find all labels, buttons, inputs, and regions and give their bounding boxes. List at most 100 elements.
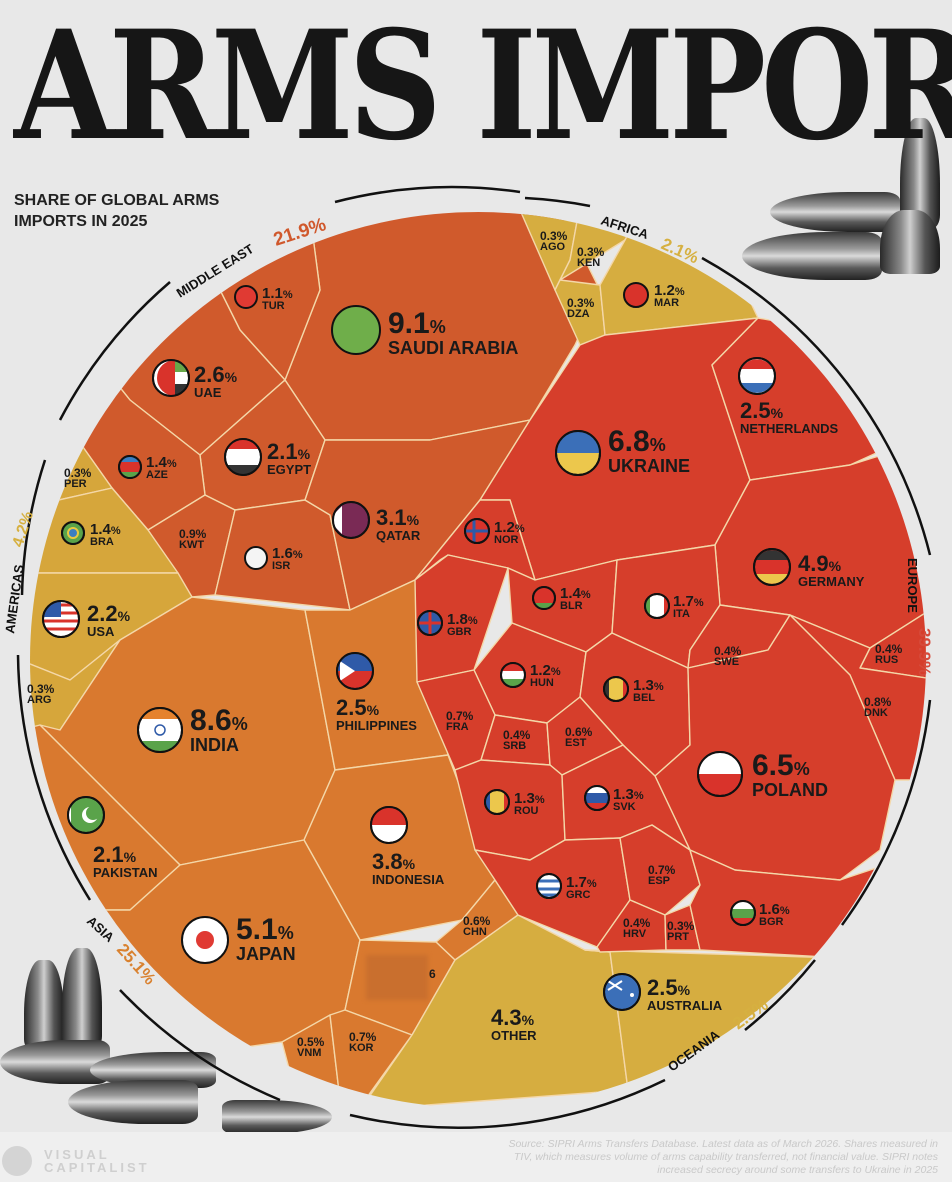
flag-brazil-icon	[61, 521, 85, 545]
label-ita: 1.7%ITA	[673, 593, 704, 620]
flag-usa-icon	[42, 600, 80, 638]
label-mar: 1.2%MAR	[654, 282, 685, 309]
flag-israel-icon	[244, 546, 268, 570]
label-qat: 3.1%QATAR	[376, 505, 421, 543]
label-bel: 1.3%BEL	[633, 677, 664, 704]
visual-capitalist-logo-icon	[2, 1146, 32, 1176]
label-ken: 0.3%KEN	[577, 245, 605, 269]
cell-pol	[654, 614, 896, 881]
flag-ukraine-icon	[555, 430, 601, 476]
label-blr: 1.4%BLR	[560, 585, 591, 612]
label-fra: 0.7%FRA	[446, 709, 474, 733]
label-pak: 2.1%PAKISTAN	[93, 842, 158, 880]
footer	[0, 1132, 952, 1182]
bullet-decoration-icon	[770, 192, 900, 232]
label-bgr: 1.6%BGR	[759, 901, 790, 928]
label-dnk: 0.8%DNK	[864, 695, 892, 719]
page-title: ARMS IMPORTS	[14, 0, 952, 174]
flag-romania-icon	[484, 789, 510, 815]
flag-hungary-icon	[500, 662, 526, 688]
flag-azerbaijan-icon	[118, 455, 142, 479]
label-obscured-fragment: 6	[429, 967, 436, 981]
flag-poland-icon	[697, 751, 743, 797]
label-est: 0.6%EST	[565, 725, 593, 749]
flag-turkey-icon	[234, 285, 258, 309]
source-note: Source: SIPRI Arms Transfers Database. L…	[508, 1138, 938, 1176]
label-kor: 0.7%KOR	[349, 1030, 377, 1054]
label-svk: 1.3%SVK	[613, 786, 644, 813]
label-chn: 0.6%CHN	[463, 914, 491, 938]
label-egy: 2.1%EGYPT	[267, 439, 312, 477]
flag-belgium-icon	[603, 676, 629, 702]
flag-japan-icon	[181, 916, 229, 964]
flag-egypt-icon	[224, 438, 262, 476]
region-arc-lines	[16, 185, 932, 1129]
flag-india-icon	[137, 707, 183, 753]
region-pct-americas: 4.2%	[10, 509, 37, 549]
label-phl: 2.5%PHILIPPINES	[336, 695, 417, 733]
flag-morocco-icon	[623, 282, 649, 308]
label-dza: 0.3%DZA	[567, 296, 595, 320]
label-gbr: 1.8%GBR	[447, 611, 478, 638]
label-hun: 1.2%HUN	[530, 662, 561, 689]
label-arg: 0.3%ARG	[27, 682, 55, 706]
flag-norway-icon	[464, 518, 490, 544]
bullet-decoration-icon	[742, 232, 882, 280]
label-idn: 3.8%INDONESIA	[372, 849, 445, 887]
label-rus: 0.4%RUS	[875, 642, 903, 666]
region-pct-europe: 39.9%	[915, 628, 934, 676]
bullet-decoration-icon	[68, 1080, 198, 1124]
label-nor: 1.2%NOR	[494, 519, 525, 546]
label-hrv: 0.4%HRV	[623, 916, 651, 940]
label-grc: 1.7%GRC	[566, 874, 597, 901]
obscured-label-region	[366, 955, 428, 1000]
label-usa: 2.2%USA	[87, 601, 131, 639]
label-swe: 0.4%SWE	[714, 644, 742, 668]
label-kwt: 0.9%KWT	[179, 527, 207, 551]
bullet-decoration-icon	[900, 118, 940, 228]
logo-line-2: CAPITALIST	[44, 1160, 150, 1175]
region-label-europe: EUROPE	[905, 558, 920, 613]
label-sau: 9.1%SAUDI ARABIA	[388, 307, 519, 358]
label-nld: 2.5%NETHERLANDS	[740, 398, 839, 436]
bullet-decoration-icon	[24, 960, 64, 1050]
flag-slovakia-icon	[584, 785, 610, 811]
flag-greece-icon	[536, 873, 562, 899]
label-jpn: 5.1%JAPAN	[236, 913, 296, 964]
flag-australia-icon	[603, 973, 641, 1011]
flag-germany-icon	[753, 548, 791, 586]
flag-belarus-icon	[532, 586, 556, 610]
label-deu: 4.9%GERMANY	[798, 551, 865, 589]
chart-subtitle: SHARE OF GLOBAL ARMS IMPORTS IN 2025	[14, 190, 274, 232]
flag-indonesia-icon	[370, 806, 408, 844]
bullet-decoration-icon	[880, 210, 940, 274]
flag-saudi-arabia-icon	[331, 305, 381, 355]
flag-philippines-icon	[336, 652, 374, 690]
subtitle-line-1: SHARE OF GLOBAL ARMS	[14, 192, 220, 209]
label-prt: 0.3%PRT	[667, 919, 695, 943]
label-bra: 1.4%BRA	[90, 521, 121, 548]
label-aus: 2.5%AUSTRALIA	[647, 975, 723, 1013]
label-ago: 0.3%AGO	[540, 229, 568, 253]
label-per: 0.3%PER	[64, 466, 92, 490]
label-pol: 6.5%POLAND	[752, 749, 828, 800]
flag-qatar-icon	[332, 501, 370, 539]
label-tur: 1.1%TUR	[262, 285, 293, 312]
flag-pakistan-icon	[67, 796, 105, 834]
region-label-americas: AMERICAS	[2, 563, 27, 634]
cell-gbr	[414, 554, 509, 683]
flag-netherlands-icon	[738, 357, 776, 395]
label-isr: 1.6%ISR	[272, 545, 303, 572]
flag-bulgaria-icon	[730, 900, 756, 926]
brand-logo-text: VISUAL CAPITALIST	[44, 1148, 150, 1174]
label-ukr: 6.8%UKRAINE	[608, 425, 691, 476]
subtitle-line-2: IMPORTS IN 2025	[14, 213, 148, 230]
flag-uae-icon	[152, 359, 190, 397]
label-esp: 0.7%ESP	[648, 863, 676, 887]
bullet-decoration-icon	[0, 1040, 110, 1084]
flag-uk-icon	[417, 610, 443, 636]
logo-line-1: VISUAL	[44, 1147, 110, 1162]
label-vnm: 0.5%VNM	[297, 1035, 325, 1059]
flag-italy-icon	[644, 593, 670, 619]
